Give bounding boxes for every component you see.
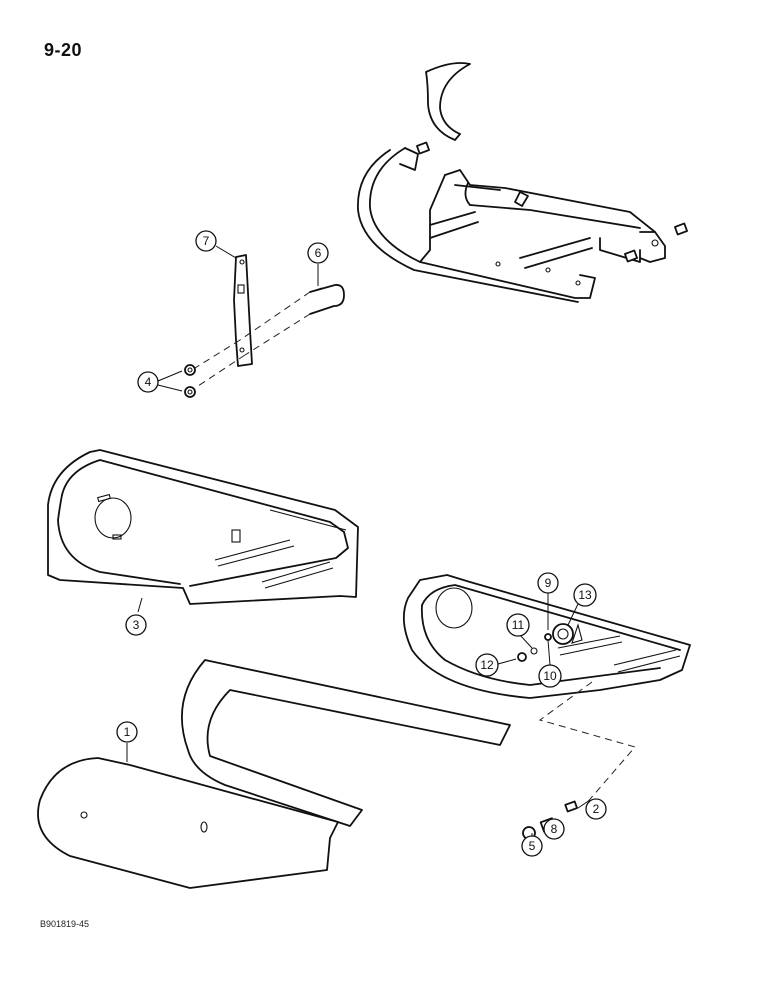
- callout-label-1: 1: [124, 725, 131, 739]
- callout-label-10: 10: [543, 669, 557, 683]
- chain-guard-cover: [37, 757, 339, 889]
- page-number: 9-20: [44, 40, 83, 60]
- callout-10: [538, 664, 562, 688]
- callout-label-8: 8: [551, 822, 558, 836]
- callout-1: [116, 721, 138, 743]
- callouts: 1 2 3 4 5 6 7 8 9 10: [116, 230, 607, 857]
- callout-5: [521, 835, 543, 857]
- u-bolt: [194, 284, 345, 389]
- callout-3: [125, 614, 147, 636]
- callout-label-2: 2: [593, 802, 600, 816]
- callout-13: [573, 583, 597, 607]
- curved-shield: [425, 62, 471, 141]
- chain-guard-rear: [47, 449, 359, 605]
- callout-label-9: 9: [545, 576, 552, 590]
- callout-label-13: 13: [578, 588, 592, 602]
- callout-label-12: 12: [480, 658, 494, 672]
- callout-label-7: 7: [203, 234, 210, 248]
- chain-belt: [181, 659, 511, 827]
- callout-12: [475, 653, 499, 677]
- callout-7: [195, 230, 217, 252]
- callout-label-6: 6: [315, 246, 322, 260]
- frame-assembly: [357, 141, 688, 303]
- callout-label-3: 3: [133, 618, 140, 632]
- callout-6: [307, 242, 329, 264]
- figure-code: B901819-45: [40, 919, 90, 929]
- callout-11: [506, 613, 530, 637]
- callout-label-11: 11: [512, 618, 525, 632]
- callout-2: [585, 798, 607, 820]
- callout-label-4: 4: [145, 375, 152, 389]
- nuts: [184, 364, 196, 398]
- bracket: [233, 254, 253, 367]
- callout-4: [137, 371, 159, 393]
- callout-label-5: 5: [529, 839, 536, 853]
- chain-guard-front: [402, 574, 691, 699]
- callout-8: [543, 818, 565, 840]
- callout-9: [537, 572, 559, 594]
